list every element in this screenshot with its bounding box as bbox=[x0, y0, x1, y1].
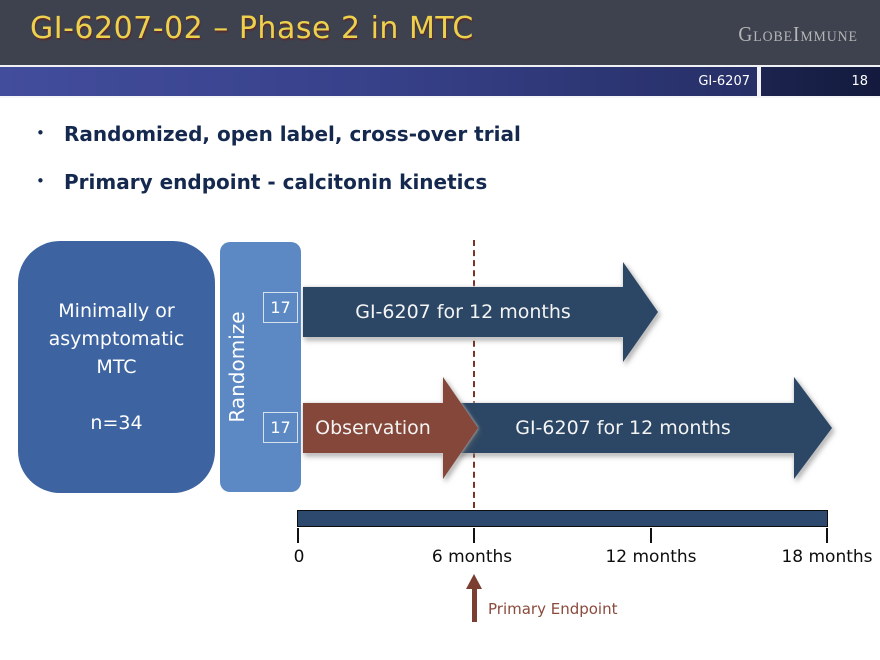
timeline-tick bbox=[297, 528, 299, 543]
randomize-label: Randomize bbox=[225, 311, 249, 423]
timeline-tick-label: 0 bbox=[293, 547, 305, 567]
timeline-tick-label: 12 months bbox=[605, 547, 697, 567]
strip-divider bbox=[757, 67, 761, 96]
timeline-tick-label: 6 months bbox=[431, 547, 513, 567]
population-line: MTC bbox=[96, 356, 137, 378]
bullet-marker: • bbox=[36, 124, 45, 142]
product-label: GI-6207 bbox=[698, 74, 750, 89]
timeline-tick-label: 18 months bbox=[781, 547, 873, 567]
population-box-text: Minimally or asymptomatic MTC n=34 bbox=[18, 297, 215, 437]
bullet-text: Randomized, open label, cross-over trial bbox=[64, 122, 521, 146]
randomize-box: Randomize bbox=[220, 242, 301, 492]
arm2-observation-arrow: Observation bbox=[303, 377, 478, 479]
page-number-box: 18 bbox=[761, 67, 880, 96]
timeline-tick bbox=[650, 528, 652, 543]
page-number: 18 bbox=[851, 74, 868, 89]
arrow-shape: GI-6207 for 12 months bbox=[303, 262, 658, 362]
primary-endpoint-up-arrow-icon bbox=[466, 574, 482, 589]
slide-title: GI-6207-02 – Phase 2 in MTC bbox=[30, 11, 474, 46]
arm1-treatment-label: GI-6207 for 12 months bbox=[355, 301, 571, 323]
arm2-treatment-label: GI-6207 for 12 months bbox=[515, 417, 731, 439]
six-month-dashed-line bbox=[473, 240, 475, 508]
arm1-n-box: 17 bbox=[263, 292, 298, 323]
timeline-tick bbox=[473, 528, 475, 543]
arm2-n-box: 17 bbox=[263, 412, 298, 443]
population-line: Minimally or bbox=[58, 300, 175, 322]
arm2-observation-label: Observation bbox=[315, 417, 431, 439]
bullet-marker: • bbox=[36, 172, 45, 190]
arm1-treatment-arrow: GI-6207 for 12 months bbox=[303, 262, 658, 362]
timeline-bar bbox=[297, 510, 828, 527]
arrow-shape: Observation bbox=[303, 377, 478, 479]
population-line-spacer bbox=[18, 381, 215, 409]
population-n: n=34 bbox=[90, 412, 143, 434]
timeline-tick bbox=[826, 528, 828, 543]
primary-endpoint-label: Primary Endpoint bbox=[488, 600, 618, 618]
globeimmune-logo: GlobeImmune bbox=[738, 22, 858, 46]
population-line: asymptomatic bbox=[48, 328, 185, 350]
bullet-text: Primary endpoint - calcitonin kinetics bbox=[64, 170, 488, 194]
title-bar: GI-6207-02 – Phase 2 in MTC GlobeImmune bbox=[0, 0, 880, 65]
arm2-treatment-arrow: GI-6207 for 12 months bbox=[450, 377, 832, 479]
population-box: Minimally or asymptomatic MTC n=34 bbox=[18, 241, 215, 493]
primary-endpoint-arrow-stem bbox=[472, 588, 477, 622]
arrow-shape: GI-6207 for 12 months bbox=[450, 377, 832, 479]
status-strip: GI-6207 18 bbox=[0, 65, 880, 98]
